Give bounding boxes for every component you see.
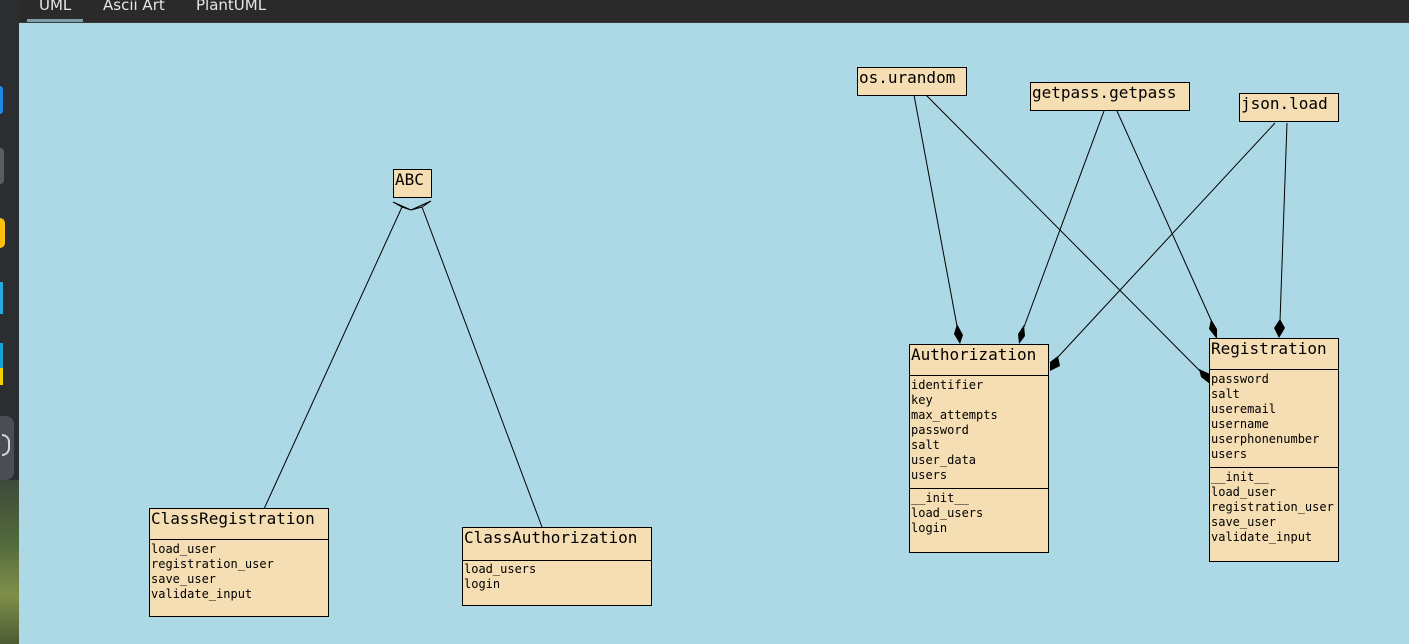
- dock-app-icon[interactable]: [0, 218, 5, 248]
- method-item: save_user: [151, 572, 217, 586]
- composition-diamond-icon: [1018, 325, 1025, 344]
- uml-canvas: ABC os.urandom getpass.getpass json.load…: [19, 23, 1409, 644]
- inheritance-edge: [263, 206, 403, 510]
- tab-plantuml[interactable]: PlantUML: [196, 0, 267, 14]
- composition-edge: [925, 94, 1201, 372]
- class-name: ABC: [395, 170, 424, 189]
- app-dock: [0, 0, 19, 644]
- class-name: Registration: [1211, 339, 1327, 358]
- attribute-item: password: [1211, 372, 1269, 386]
- composition-diamond-icon: [1050, 356, 1060, 371]
- wallpaper-strip: [0, 480, 19, 644]
- tab-ascii-art[interactable]: Ascii Art: [103, 0, 165, 14]
- class-name: os.urandom: [859, 68, 956, 87]
- dock-app-icon[interactable]: [0, 282, 3, 314]
- class-box-os-urandom[interactable]: os.urandom: [857, 67, 967, 96]
- method-item: registration_user: [151, 557, 274, 571]
- attribute-item: user_data: [911, 453, 977, 467]
- methods-section: load_user registration_user save_user va…: [150, 539, 328, 602]
- composition-edge: [1279, 122, 1288, 322]
- method-item: load_user: [151, 542, 217, 556]
- attribute-item: salt: [1211, 387, 1240, 401]
- attribute-item: identifier: [911, 378, 984, 392]
- class-name: getpass.getpass: [1032, 83, 1177, 102]
- attribute-item: useremail: [1211, 402, 1277, 416]
- method-item: load_users: [464, 562, 537, 576]
- attribute-item: key: [911, 393, 933, 407]
- method-item: save_user: [1211, 515, 1277, 529]
- class-name: ClassAuthorization: [464, 528, 638, 547]
- class-name: json.load: [1241, 94, 1328, 113]
- attribute-item: password: [911, 423, 969, 437]
- attributes-section: identifier key max_attempts password sal…: [910, 375, 1048, 488]
- methods-section: __init__ load_users login: [910, 488, 1048, 536]
- class-box-authorization[interactable]: Authorization identifier key max_attempt…: [909, 344, 1049, 553]
- inheritance-edge: [421, 206, 543, 528]
- method-item: load_users: [911, 506, 984, 520]
- class-box-json-load[interactable]: json.load: [1239, 93, 1339, 122]
- composition-diamond-icon: [954, 324, 963, 344]
- tab-uml[interactable]: UML: [27, 0, 83, 22]
- attribute-item: userphonenumber: [1211, 432, 1320, 446]
- method-item: __init__: [911, 491, 969, 505]
- attributes-section: password salt useremail username userpho…: [1210, 369, 1338, 467]
- composition-edge: [1057, 122, 1276, 358]
- tab-bar: UML Ascii Art PlantUML: [19, 0, 1409, 23]
- inheritance-arrowhead-icon: [410, 200, 432, 211]
- relationship-edges: [263, 94, 1288, 528]
- method-item: __init__: [1211, 470, 1269, 484]
- dock-app-icon[interactable]: [0, 148, 4, 184]
- class-box-class-registration[interactable]: ClassRegistration load_user registration…: [149, 508, 329, 617]
- attribute-item: username: [1211, 417, 1269, 431]
- method-item: login: [911, 521, 948, 535]
- method-item: validate_input: [1211, 530, 1313, 544]
- class-box-registration[interactable]: Registration password salt useremail use…: [1209, 338, 1339, 562]
- composition-diamond-icon: [1199, 369, 1210, 384]
- composition-edge: [1116, 110, 1212, 321]
- composition-edge: [1023, 110, 1105, 328]
- composition-edge: [913, 94, 958, 327]
- dock-app-icon[interactable]: [0, 86, 3, 114]
- attribute-item: salt: [911, 438, 940, 452]
- inheritance-arrowhead-icon: [392, 201, 412, 211]
- composition-diamond-icon: [1209, 319, 1217, 339]
- method-item: load_user: [1211, 485, 1277, 499]
- composition-diamond-icon: [1274, 319, 1285, 338]
- class-box-abc[interactable]: ABC: [393, 169, 432, 198]
- method-item: registration_user: [1211, 500, 1334, 514]
- attribute-item: users: [911, 468, 948, 482]
- attribute-item: max_attempts: [911, 408, 998, 422]
- class-box-class-authorization[interactable]: ClassAuthorization load_users login: [462, 527, 652, 606]
- method-item: validate_input: [151, 587, 253, 601]
- dock-app-icon[interactable]: [0, 343, 3, 385]
- class-name: Authorization: [911, 345, 1037, 364]
- attribute-item: users: [1211, 447, 1248, 461]
- methods-section: load_users login: [463, 560, 651, 592]
- class-box-getpass[interactable]: getpass.getpass: [1030, 82, 1190, 111]
- methods-section: __init__ load_user registration_user sav…: [1210, 467, 1338, 545]
- method-item: login: [464, 577, 501, 591]
- class-name: ClassRegistration: [151, 509, 315, 528]
